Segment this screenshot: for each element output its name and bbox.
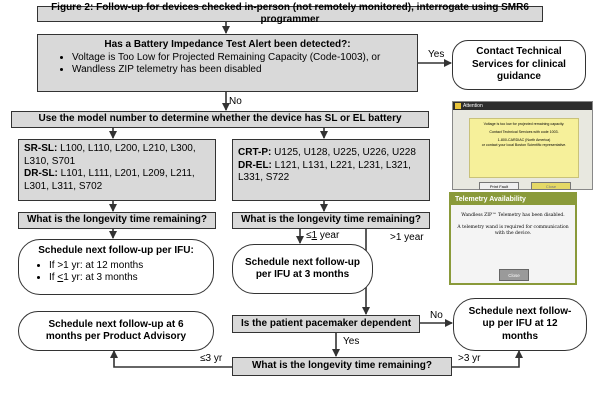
- schedule-per-ifu-list: If >1 yr: at 12 months If <1 yr: at 3 mo…: [29, 260, 203, 285]
- schedule-per-ifu-box: Schedule next follow-up per IFU: If >1 y…: [18, 239, 214, 295]
- label-gt-3-yr: >3 yr: [458, 353, 481, 364]
- telemetry-dialog-title: Telemetry Availability: [451, 194, 575, 205]
- label-no-pacemaker: No: [430, 310, 443, 321]
- arrow-longevity-to-12mo: [452, 350, 523, 368]
- attention-dialog-screenshot: Attention Voltage is too low for project…: [452, 101, 593, 190]
- attention-dialog-title: Attention: [463, 103, 483, 109]
- schedule-gt1yr-item: If >1 yr: at 12 months: [49, 260, 203, 273]
- attention-dialog-message: Voltage is too low for projected remaini…: [469, 118, 579, 178]
- crt-p-models: CRT-P: U125, U128, U225, U226, U228: [238, 147, 416, 158]
- attention-line-1: Voltage is too low for projected remaini…: [483, 122, 565, 126]
- sr-sl-models: SR-SL: L100, L110, L200, L210, L300, L31…: [24, 143, 196, 167]
- el-battery-models-box: CRT-P: U125, U128, U225, U226, U228 DR-E…: [232, 139, 430, 201]
- sl-battery-models-box: SR-SL: L100, L110, L200, L210, L300, L31…: [18, 139, 216, 201]
- dr-el-models: DR-EL: L121, L131, L221, L231, L321, L33…: [238, 159, 411, 184]
- label-gt-1-year: >1 year: [390, 232, 424, 243]
- attention-close-button[interactable]: Close: [531, 182, 571, 190]
- battery-alert-question: Has a Battery Impedance Test Alert been …: [37, 34, 418, 92]
- dr-sl-models: DR-SL: L101, L111, L201, L209, L211, L30…: [24, 168, 195, 192]
- telemetry-line-1: Wandless ZIP™ Telemetry has been disable…: [461, 213, 565, 218]
- label-le-1-year: ≤1 year: [306, 230, 340, 241]
- label-yes-pacemaker: Yes: [343, 336, 360, 347]
- warning-icon: [455, 103, 461, 109]
- schedule-le1yr-item: If <1 yr: at 3 months: [49, 272, 203, 285]
- telemetry-close-button[interactable]: Close: [499, 269, 529, 281]
- alert-question-heading: Has a Battery Impedance Test Alert been …: [104, 39, 351, 50]
- schedule-12-months-box: Schedule next follow-up per IFU at 12 mo…: [453, 298, 587, 351]
- print-fault-button[interactable]: Print Fault: [479, 182, 519, 190]
- telemetry-line-2: A telemetry wand is required for communi…: [457, 225, 569, 236]
- schedule-6-months-box: Schedule next follow-up at 6 months per …: [18, 311, 214, 351]
- schedule-per-ifu-heading: Schedule next follow-up per IFU:: [38, 245, 194, 256]
- alert-criterion-telemetry: Wandless ZIP telemetry has been disabled: [72, 64, 409, 77]
- contact-technical-services-box: Contact Technical Services for clinical …: [452, 40, 586, 90]
- telemetry-dialog-screenshot: Telemetry Availability Wandless ZIP™ Tel…: [449, 192, 577, 285]
- arrow-longevity-to-6mo: [110, 350, 232, 368]
- alert-criteria-list: Voltage is Too Low for Projected Remaini…: [46, 52, 409, 77]
- label-le-3-yr: ≤3 yr: [200, 353, 223, 364]
- attention-line-4: or contact your local Boston Scientific …: [481, 143, 567, 147]
- schedule-3-months-box: Schedule next follow-up per IFU at 3 mon…: [232, 244, 373, 294]
- bottom-longevity-question: What is the longevity time remaining?: [232, 357, 452, 376]
- attention-dialog-titlebar: Attention: [453, 102, 592, 110]
- model-number-instruction: Use the model number to determine whethe…: [11, 111, 429, 128]
- attention-line-2: Contact Technical Services with code 100…: [489, 130, 559, 134]
- pacemaker-dependent-question: Is the patient pacemaker dependent: [232, 315, 420, 333]
- figure-title: Figure 2: Follow-up for devices checked …: [37, 2, 543, 25]
- label-yes-alert: Yes: [428, 49, 445, 60]
- alert-criterion-voltage: Voltage is Too Low for Projected Remaini…: [72, 52, 409, 65]
- right-longevity-question: What is the longevity time remaining?: [232, 212, 430, 229]
- label-no-alert: No: [229, 96, 242, 107]
- left-longevity-question: What is the longevity time remaining?: [18, 212, 216, 229]
- attention-line-3: 1-800-CARDIAC (North America): [497, 138, 551, 142]
